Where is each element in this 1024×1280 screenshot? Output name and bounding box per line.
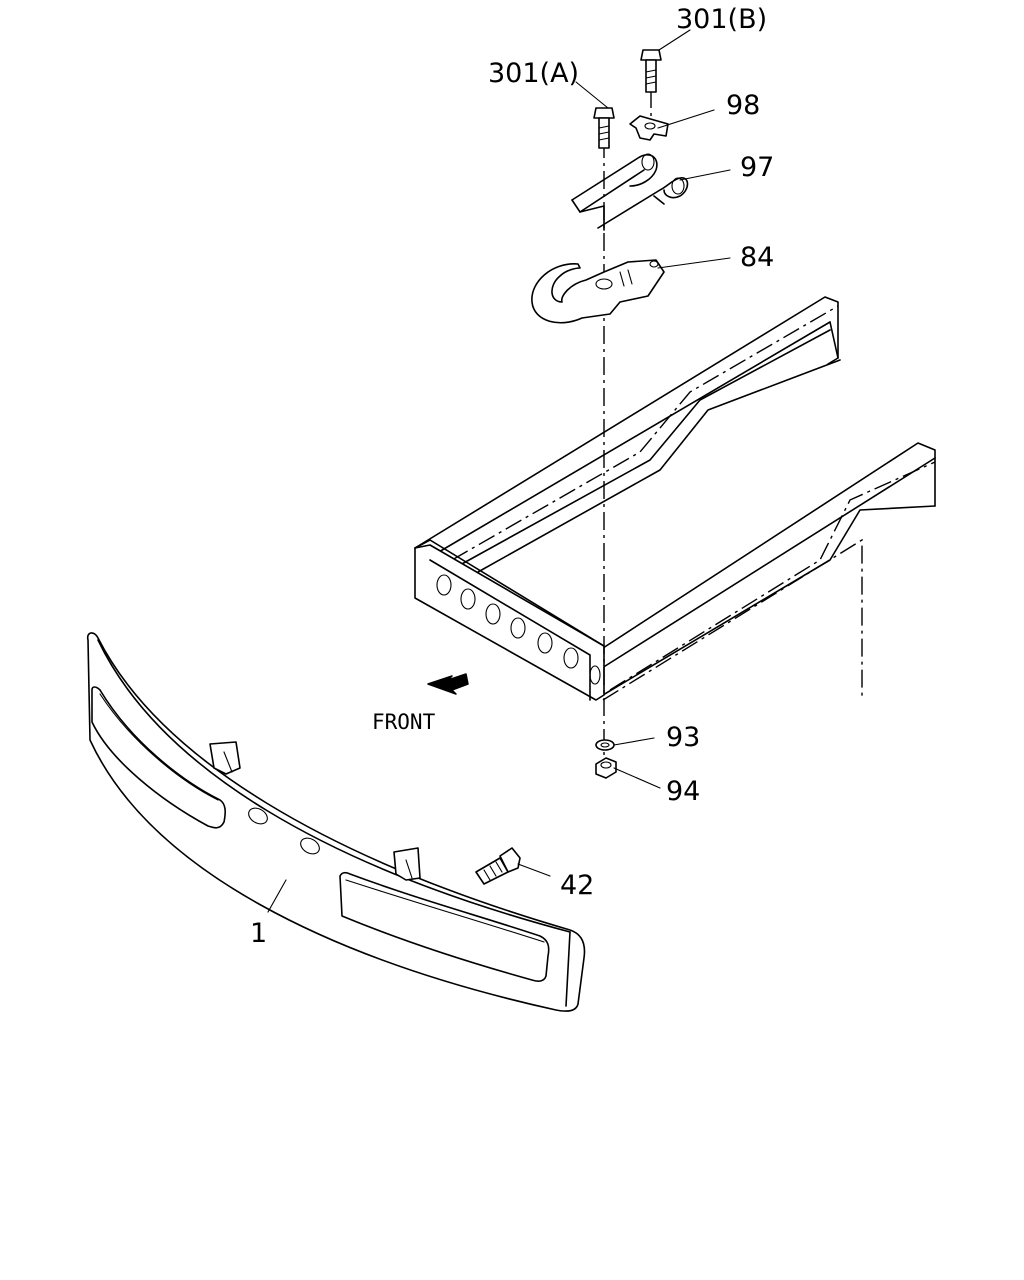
callout-98: 98 — [726, 90, 760, 121]
front-arrow-icon — [427, 673, 469, 695]
callout-93: 93 — [666, 722, 700, 753]
cross-member-holes — [436, 574, 601, 685]
bumper-1-icon — [86, 632, 586, 1012]
tow-hook-84-icon — [531, 259, 665, 324]
bolt-301b-icon — [640, 49, 662, 93]
callout-301b: 301(B) — [676, 4, 767, 35]
front-label: FRONT — [372, 710, 436, 734]
spring-97-icon — [571, 153, 689, 231]
callout-1: 1 — [250, 918, 267, 949]
callout-42: 42 — [560, 870, 594, 901]
washer-93-icon — [595, 739, 615, 751]
clip-98-icon — [629, 115, 669, 141]
callout-94: 94 — [666, 776, 700, 807]
callout-84: 84 — [740, 242, 774, 273]
bolt-301a-icon — [593, 107, 615, 149]
bolt-42-icon — [475, 847, 521, 885]
callout-97: 97 — [740, 152, 774, 183]
chassis-frame — [414, 296, 936, 701]
leader-lines — [267, 29, 731, 913]
nut-94-icon — [595, 757, 617, 779]
callout-301a: 301(A) — [488, 58, 579, 89]
